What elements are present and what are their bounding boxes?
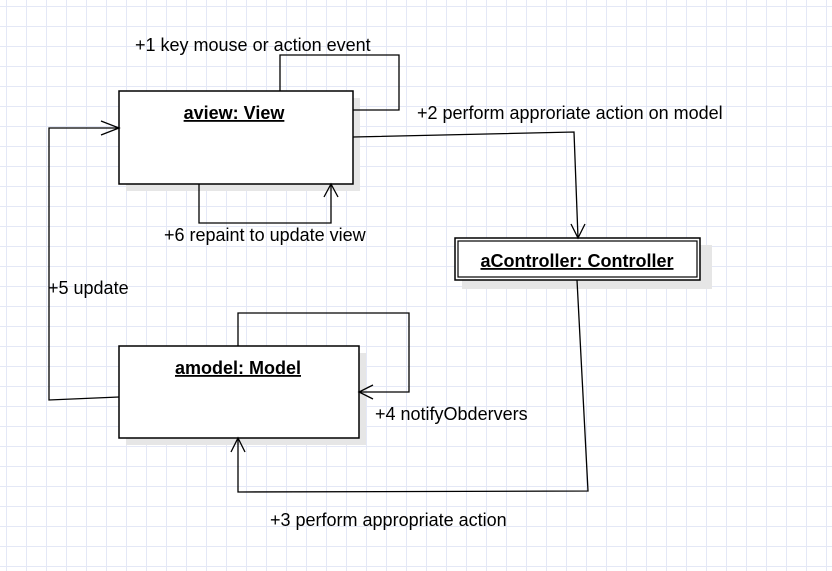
- controller-to-model-edge: [237, 279, 589, 493]
- message-2-label: +2 perform approriate action on model: [417, 103, 723, 123]
- controller-to-model-arrowhead: [230, 436, 246, 453]
- model-object[interactable]: [118, 345, 366, 445]
- controller-object[interactable]: [454, 237, 712, 289]
- message-6-label: +6 repaint to update view: [164, 225, 367, 245]
- repaint-loop-edge: [198, 184, 332, 224]
- message-1-label: +1 key mouse or action event: [135, 35, 371, 55]
- view-object-label: aview: View: [184, 103, 286, 123]
- self-loop-view-event: [279, 54, 400, 111]
- message-4-label: +4 notifyObdervers: [375, 404, 528, 424]
- update-arrowhead: [100, 120, 121, 136]
- message-3-label: +3 perform appropriate action: [270, 510, 507, 530]
- view-to-controller-arrowhead: [570, 223, 586, 240]
- model-object-label: amodel: Model: [175, 358, 301, 378]
- model-to-view-update-edge: [48, 127, 120, 401]
- controller-object-label: aController: Controller: [480, 251, 673, 271]
- repaint-arrowhead: [323, 182, 339, 198]
- view-object[interactable]: [118, 90, 360, 191]
- notify-arrowhead: [357, 384, 374, 400]
- view-to-controller-edge: [352, 131, 579, 239]
- message-5-label: +5 update: [48, 278, 129, 298]
- self-loop-model-notify: [237, 312, 410, 393]
